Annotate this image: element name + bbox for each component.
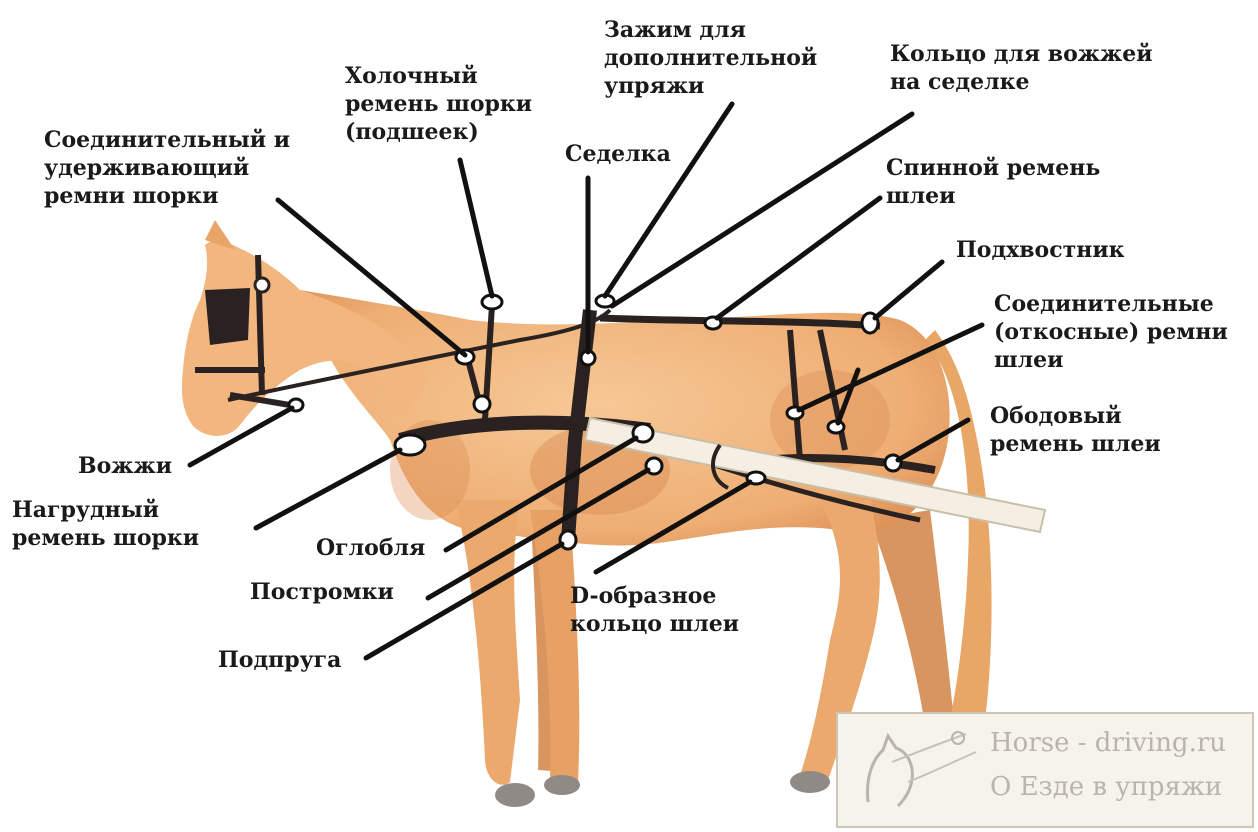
label-traces: Постромки [250,578,394,606]
watermark-tagline: О Езде в упряжи [990,772,1222,802]
pointer-back-strap [717,198,880,318]
label-crupper: Подхвостник [956,236,1125,264]
hoof-3 [790,771,830,793]
bridle-rosette [255,278,269,292]
watermark-site: Horse - driving.ru [990,728,1226,758]
hoof-1 [495,783,535,807]
pointer-crupper [875,262,942,318]
label-clamp: Зажим длядополнительнойупряжи [604,16,817,100]
horse-logo-icon [848,722,984,820]
label-connecting-retaining: Соединительный иудерживающийремни шорки [44,126,290,210]
watermark: Horse - driving.ru О Езде в упряжи [836,712,1254,828]
label-collar-strap: Холочныйремень шорки(подшеек) [345,62,532,146]
label-hip-straps: Соединительные(откосные) ремнишлеи [994,290,1228,374]
label-girth: Подпруга [218,646,341,674]
bridle-blinker [205,288,250,345]
label-breeching: Ободовыйремень шлеи [990,402,1161,458]
pointer-breast [256,450,400,528]
label-back-strap: Спинной ременьшлеи [886,154,1100,210]
label-rein-ring: Кольцо для вожжейна седелке [890,40,1153,96]
pointer-collar-strap [460,160,492,296]
label-d-ring: D-образноекольцо шлеи [570,582,739,638]
near-front-leg [455,500,520,785]
marker-connecting-2 [474,396,490,412]
label-reins: Вожжи [78,452,172,480]
label-saddle: Седелка [565,140,671,168]
label-breast-collar: Нагрудныйремень шорки [12,496,199,552]
hoof-2 [544,775,580,795]
label-shaft: Оглобля [316,534,425,562]
